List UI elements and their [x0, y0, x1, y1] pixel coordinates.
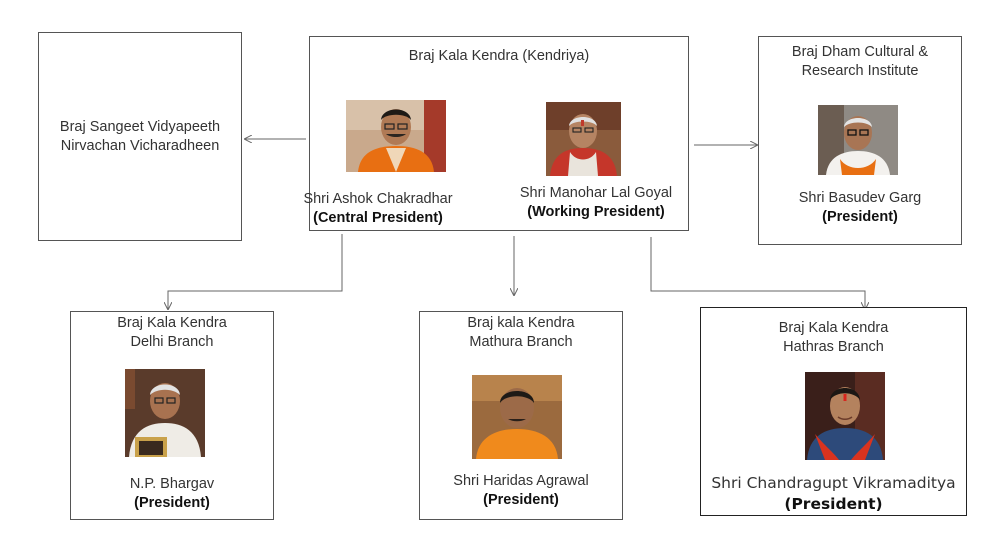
hathras-branch-box: Braj Kala Kendra Hathras Branch Shri Cha… — [700, 307, 967, 516]
cultural-institute-president-role: (President) — [822, 209, 898, 225]
portrait-icon — [818, 105, 898, 175]
cultural-institute-box: Braj Dham Cultural & Research Institute … — [758, 36, 962, 245]
hathras-branch-subtitle: Hathras Branch — [783, 339, 884, 355]
hathras-president-role: (President) — [784, 495, 883, 513]
central-president-role: (Central President) — [313, 210, 443, 226]
mathura-president-name: Shri Haridas Agrawal — [453, 473, 589, 489]
cultural-institute-name-line2: Research Institute — [801, 63, 919, 79]
arrow-to-delhi-branch — [168, 234, 343, 309]
mathura-president-role: (President) — [483, 492, 559, 508]
delhi-branch-title: Braj Kala Kendra — [117, 315, 227, 331]
portrait-icon — [346, 100, 446, 172]
central-president-name: Shri Ashok Chakradhar — [303, 191, 453, 207]
portrait-icon — [125, 369, 205, 457]
delhi-president-role: (President) — [134, 495, 210, 511]
sangeet-vidyapeeth-box: Braj Sangeet Vidyapeeth Nirvachan Vichar… — [38, 32, 242, 241]
hathras-branch-title: Braj Kala Kendra — [778, 320, 889, 336]
mathura-branch-title: Braj kala Kendra — [467, 315, 575, 331]
working-president-name: Shri Manohar Lal Goyal — [519, 185, 673, 201]
mathura-branch-box: Braj kala Kendra Mathura Branch Shri Har… — [419, 311, 623, 520]
central-kendra-title: Braj Kala Kendra (Kendriya) — [408, 48, 590, 64]
sangeet-vidyapeeth-status: Nirvachan Vicharadheen — [60, 138, 220, 154]
portrait-icon — [805, 372, 885, 460]
central-kendra-box: Braj Kala Kendra (Kendriya) Shri Ashok C… — [303, 36, 689, 231]
mathura-branch-subtitle: Mathura Branch — [469, 334, 573, 350]
delhi-branch-subtitle: Delhi Branch — [130, 334, 214, 350]
portrait-icon — [472, 375, 562, 459]
delhi-president-name: N.P. Bhargav — [129, 476, 215, 492]
cultural-institute-president-name: Shri Basudev Garg — [798, 190, 922, 206]
portrait-icon — [546, 102, 621, 176]
cultural-institute-name-line1: Braj Dham Cultural & — [791, 44, 929, 60]
hathras-president-name: Shri Chandragupt Vikramaditya — [711, 474, 956, 492]
arrow-to-hathras-branch — [650, 237, 865, 309]
sangeet-vidyapeeth-name: Braj Sangeet Vidyapeeth — [59, 119, 221, 135]
working-president-role: (Working President) — [527, 204, 665, 220]
delhi-branch-box: Braj Kala Kendra Delhi Branch N.P. Bharg… — [70, 311, 274, 520]
